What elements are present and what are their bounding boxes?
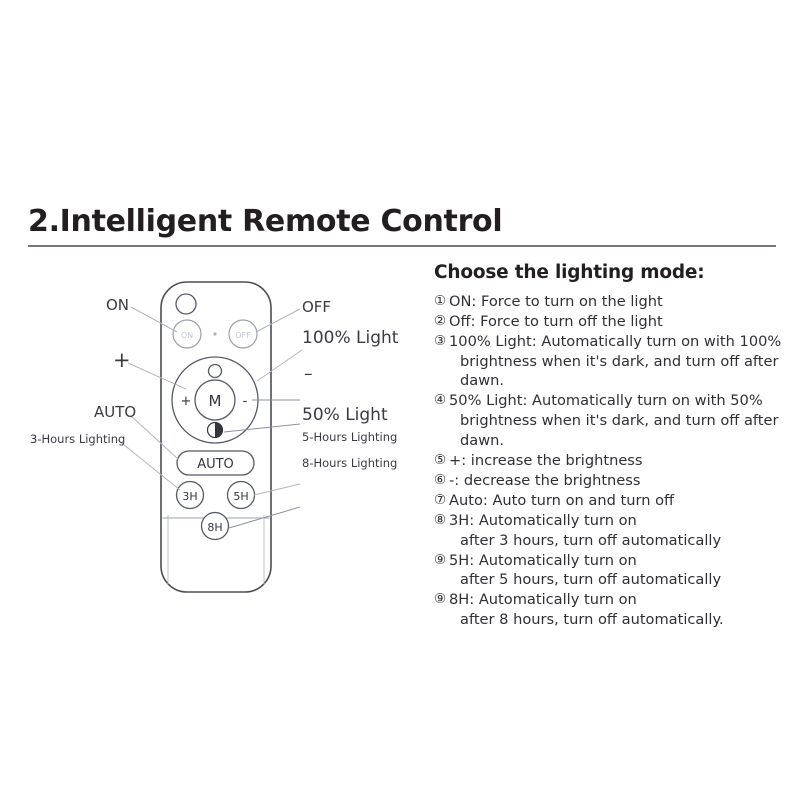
- led-indicator: [175, 293, 197, 315]
- list-marker: ⑥: [434, 471, 447, 488]
- lighting-mode-list: ① ON: Force to turn on the light ② Off: …: [434, 292, 790, 630]
- button-auto-label: AUTO: [197, 457, 234, 472]
- callout-100-light: 100% Light: [302, 328, 399, 348]
- callout-50-light: 50% Light: [302, 405, 388, 425]
- callout-5-hours-lighting: 5-Hours Lighting: [302, 430, 398, 444]
- list-marker: ⑨: [434, 551, 447, 568]
- leader-plus: [127, 362, 187, 390]
- button-100-percent-icon[interactable]: [207, 363, 223, 379]
- list-item-text: Auto: Auto turn on and turn off: [449, 491, 675, 509]
- callout-minus: –: [304, 364, 313, 384]
- remote-diagram-svg: .body-stroke { fill:#ffffff; stroke:#4a4…: [117, 281, 303, 593]
- callout-off: OFF: [302, 298, 332, 316]
- callout-on: ON: [106, 296, 130, 314]
- list-item: ③ 100% Light: Automatically turn on with…: [434, 332, 790, 391]
- list-item-text: 50% Light: Automatically turn on with 50…: [449, 392, 763, 410]
- leader-off: [255, 308, 301, 333]
- list-marker: ①: [434, 293, 447, 309]
- list-marker: ②: [434, 313, 447, 330]
- list-item-text-cont: after 5 hours, turn off automatically: [460, 571, 722, 589]
- list-item-text: Off: Force to turn off the light: [449, 313, 663, 331]
- list-item-text: 5H: Automatically turn on: [449, 551, 637, 569]
- button-on[interactable]: ON: [172, 319, 202, 349]
- list-item-text: +: increase the brightness: [449, 451, 643, 469]
- callout-8-hours-lighting: 8-Hours Lighting: [302, 456, 398, 470]
- button-off-label: OFF: [235, 331, 251, 340]
- button-8h-label: 8H: [207, 521, 222, 534]
- leader-50: [223, 423, 301, 433]
- list-item-text: ON: Force to turn on the light: [449, 293, 663, 310]
- button-3h-label: 3H: [182, 490, 197, 503]
- list-item-text-cont: brightness when it's dark, and turn off …: [460, 412, 779, 449]
- list-item: ④ 50% Light: Automatically turn on with …: [434, 391, 790, 450]
- leader-auto: [130, 415, 179, 460]
- list-item: ⑨ 5H: Automatically turn on after 5 hour…: [434, 551, 790, 590]
- leader-3h: [117, 439, 181, 491]
- lighting-mode-heading: Choose the lighting mode:: [434, 262, 705, 283]
- list-marker: ⑧: [434, 512, 447, 529]
- center-dot-icon: [213, 332, 217, 336]
- list-item: ② Off: Force to turn off the light: [434, 312, 790, 332]
- list-marker: ⑦: [434, 491, 447, 508]
- leader-5h: [253, 483, 301, 496]
- callout-plus: +: [113, 348, 131, 372]
- list-item-text-cont: brightness when it's dark, and turn off …: [460, 352, 779, 390]
- list-item-text: 3H: Automatically turn on: [449, 512, 637, 530]
- list-marker: ④: [434, 392, 447, 409]
- button-5h[interactable]: 5H: [226, 480, 256, 510]
- list-item: ① ON: Force to turn on the light: [434, 292, 790, 312]
- dial-ring[interactable]: M: [171, 356, 259, 444]
- list-item: ⑦ Auto: Auto turn on and turn off: [434, 491, 790, 511]
- list-item: ⑥ -: decrease the brightness: [434, 471, 790, 491]
- list-item-text-cont: after 8 hours, turn off automatically.: [460, 611, 724, 628]
- button-off[interactable]: OFF: [228, 319, 258, 349]
- list-item-text: 8H: Automatically turn on: [449, 591, 637, 609]
- list-item-text: -: decrease the brightness: [449, 471, 641, 489]
- button-on-label: ON: [181, 331, 193, 340]
- leader-100: [256, 349, 303, 382]
- button-8h[interactable]: 8H: [200, 511, 230, 541]
- list-marker: ⑤: [434, 451, 447, 468]
- leader-8h: [228, 506, 301, 529]
- list-marker: ③: [434, 333, 447, 350]
- callout-3-hours-lighting: 3-Hours Lighting: [30, 432, 126, 446]
- list-item-text-cont: after 3 hours, turn off automatically: [460, 531, 722, 549]
- page-header: 2.Intelligent Remote Control: [28, 206, 776, 247]
- button-50-percent-icon[interactable]: [206, 421, 224, 439]
- remote-diagram: .body-stroke { fill:#ffffff; stroke:#4a4…: [0, 262, 430, 612]
- button-minus-label[interactable]: -: [243, 394, 248, 409]
- button-mode-label: M: [209, 392, 222, 410]
- button-3h[interactable]: 3H: [175, 480, 205, 510]
- list-item: ⑤ +: increase the brightness: [434, 451, 790, 471]
- list-item: ⑧ 3H: Automatically turn on after 3 hour…: [434, 511, 790, 550]
- callout-auto: AUTO: [94, 403, 137, 421]
- list-item: ⑨ 8H: Automatically turn on after 8 hour…: [434, 590, 790, 629]
- button-auto[interactable]: AUTO: [176, 450, 255, 476]
- lighting-mode-panel: Choose the lighting mode: ① ON: Force to…: [434, 262, 790, 630]
- list-marker: ⑨: [434, 591, 447, 608]
- list-item-text: 100% Light: Automatically turn on with 1…: [449, 333, 782, 351]
- button-5h-label: 5H: [233, 490, 248, 503]
- title-divider: [28, 244, 776, 247]
- leader-on: [130, 306, 178, 333]
- button-plus-label[interactable]: +: [181, 394, 192, 409]
- page-title: 2.Intelligent Remote Control: [28, 204, 503, 239]
